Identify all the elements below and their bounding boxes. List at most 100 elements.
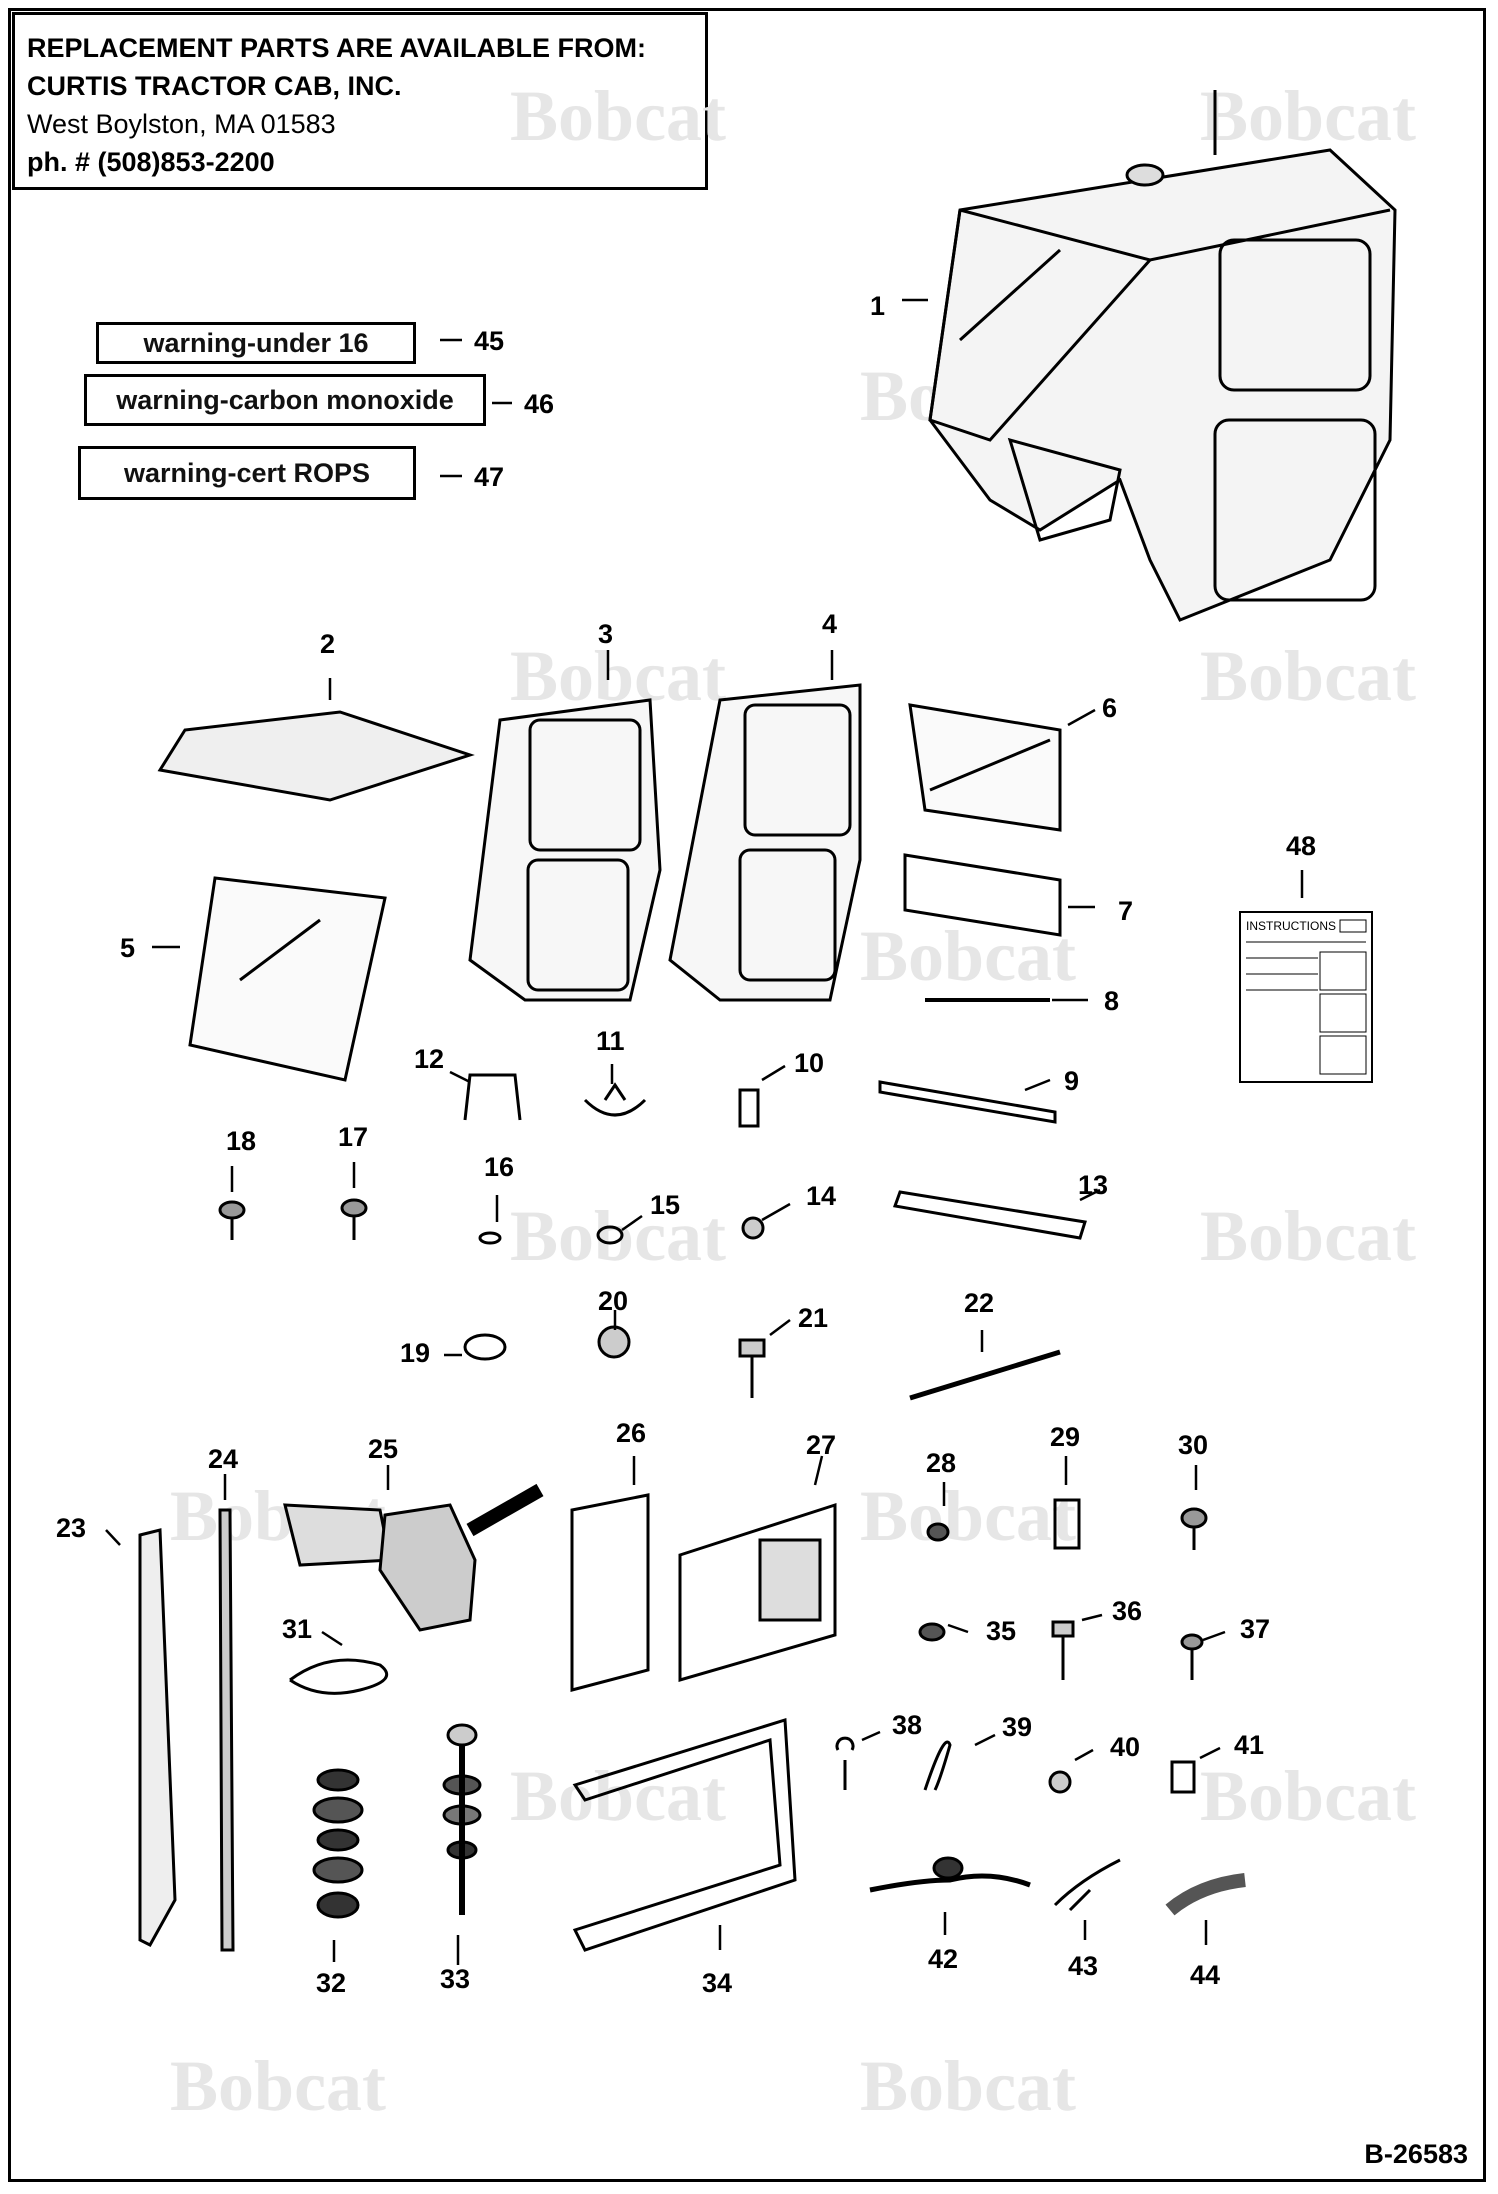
watermark-text: Bobcat [1200, 636, 1416, 716]
part-number-27: 27 [806, 1430, 836, 1460]
part-number-8: 8 [1104, 986, 1119, 1016]
part-number-22: 22 [964, 1288, 994, 1318]
supplier-name: CURTIS TRACTOR CAB, INC. [27, 71, 402, 101]
part-number-38: 38 [892, 1710, 922, 1740]
part-spacer [1053, 1498, 1081, 1550]
part-number-32: 32 [316, 1968, 346, 1998]
diagram-frame [8, 8, 1486, 2182]
watermark-text: Bobcat [510, 636, 726, 716]
part-number-13: 13 [1078, 1170, 1108, 1200]
watermark-text: Bobcat [510, 76, 726, 156]
watermark-text: Bobcat [510, 1196, 726, 1276]
part-rod [909, 1349, 1061, 1401]
part-number-34: 34 [702, 1968, 732, 1998]
warning-label-cert-rops: warning-cert ROPS [78, 446, 416, 500]
part-number-16: 16 [484, 1152, 514, 1182]
part-strip [878, 1080, 1057, 1124]
part-screw [218, 1200, 246, 1240]
part-lock-nut [597, 1325, 631, 1359]
part-number-41: 41 [1234, 1730, 1264, 1760]
supplier-heading: REPLACEMENT PARTS ARE AVAILABLE FROM: [27, 33, 646, 63]
part-u-clip [463, 1073, 522, 1121]
part-bracket [738, 1088, 760, 1128]
part-wire-lead [1053, 1858, 1121, 1912]
part-clamp [583, 1082, 647, 1117]
part-wiper-motor [283, 1483, 544, 1632]
part-number-12: 12 [414, 1044, 444, 1074]
part-number-25: 25 [368, 1434, 398, 1464]
part-number-47: 47 [474, 462, 504, 492]
instructions-title: INSTRUCTIONS [1246, 919, 1336, 933]
part-hex-nut [1048, 1770, 1072, 1794]
part-small-screw [1180, 1633, 1204, 1680]
warning-label-carbon-monoxide: warning-carbon monoxide [84, 374, 486, 426]
watermark-text: Bobcat [860, 2046, 1076, 2126]
part-front-windshield [188, 876, 387, 1082]
supplier-info-box: REPLACEMENT PARTS ARE AVAILABLE FROM: CU… [12, 12, 708, 190]
part-number-21: 21 [798, 1303, 828, 1333]
part-hose [1165, 1873, 1246, 1916]
watermark-text: Bobcat [860, 1476, 1076, 1556]
part-left-door [468, 698, 662, 1002]
part-rear-window [908, 703, 1062, 832]
watermark-text: Bobcat [1200, 76, 1416, 156]
part-number-9: 9 [1064, 1066, 1079, 1096]
part-ring-terminal [835, 1736, 855, 1790]
part-number-30: 30 [1178, 1430, 1208, 1460]
part-wire-clip [289, 1658, 389, 1695]
part-long-bolt [1051, 1620, 1075, 1680]
part-number-36: 36 [1112, 1596, 1142, 1626]
part-instructions-sheet: INSTRUCTIONS [1239, 911, 1373, 1083]
part-numbers: 45 46 47 1 2 3 4 5 6 7 8 9 10 11 12 13 1… [56, 291, 1316, 1998]
part-clip [478, 1231, 502, 1245]
part-right-door [668, 683, 862, 1002]
part-cover [572, 1718, 797, 1952]
leader-lines [105, 298, 1304, 1965]
part-number-5: 5 [120, 933, 135, 963]
part-wiper-blade [218, 1508, 235, 1952]
part-channel [892, 1190, 1087, 1240]
part-number-3: 3 [598, 619, 613, 649]
part-number-33: 33 [440, 1964, 470, 1994]
part-number-2: 2 [320, 629, 335, 659]
part-washer [463, 1333, 507, 1361]
part-stud-stack [442, 1723, 482, 1915]
part-number-14: 14 [806, 1181, 836, 1211]
part-cab-assembly [928, 90, 1397, 622]
part-number-4: 4 [822, 609, 837, 639]
part-number-39: 39 [1002, 1712, 1032, 1742]
part-roof-panel [157, 710, 475, 802]
part-bolt [738, 1338, 766, 1398]
part-number-45: 45 [474, 326, 504, 356]
watermark-text: Bobcat [860, 916, 1076, 996]
part-number-15: 15 [650, 1190, 680, 1220]
part-lower-rear-panel [903, 853, 1062, 937]
part-screw [340, 1198, 368, 1240]
part-nut [741, 1216, 765, 1240]
part-number-31: 31 [282, 1614, 312, 1644]
part-number-6: 6 [1102, 693, 1117, 723]
part-harness-connector [869, 1856, 1031, 1893]
part-washer-small [596, 1225, 624, 1245]
part-number-29: 29 [1050, 1422, 1080, 1452]
part-number-10: 10 [794, 1048, 824, 1078]
part-number-43: 43 [1068, 1951, 1098, 1981]
watermark-text: Bobcat [1200, 1196, 1416, 1276]
part-number-17: 17 [338, 1122, 368, 1152]
part-grommet-stack [312, 1768, 364, 1919]
watermark-text: Bobcat [510, 1756, 726, 1836]
part-mounting-plate [570, 1493, 650, 1692]
part-number-1: 1 [870, 291, 885, 321]
part-cable-tie [923, 1740, 952, 1791]
part-number-48: 48 [1286, 831, 1316, 861]
supplier-address: West Boylston, MA 01583 [27, 109, 336, 139]
part-small-grommet [926, 1522, 950, 1542]
part-number-19: 19 [400, 1338, 430, 1368]
part-number-42: 42 [928, 1944, 958, 1974]
supplier-phone: ph. # (508)853-2200 [27, 147, 275, 177]
part-number-23: 23 [56, 1513, 86, 1543]
part-control-board [678, 1502, 837, 1682]
part-connector [1170, 1760, 1196, 1794]
part-flat-washer [918, 1622, 946, 1642]
part-number-28: 28 [926, 1448, 956, 1478]
